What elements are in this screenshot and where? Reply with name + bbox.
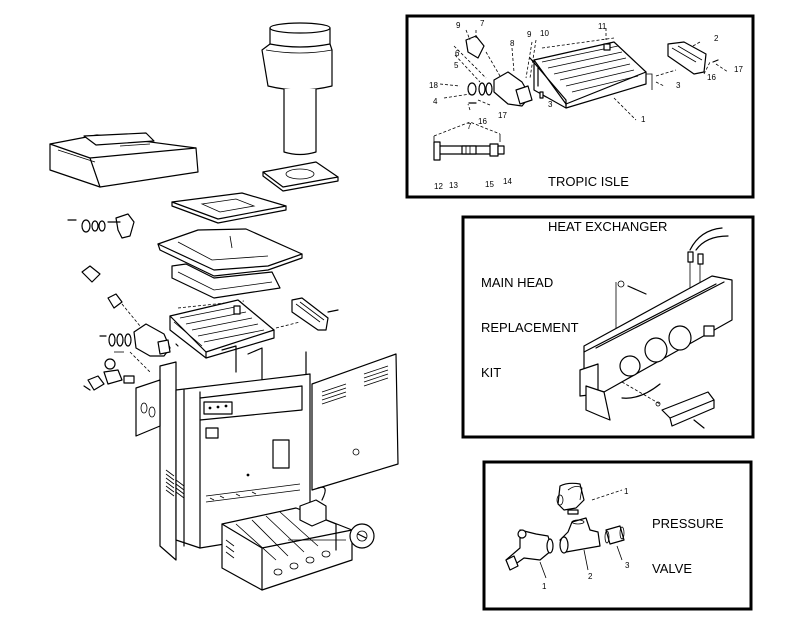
heat-exchanger-title: TROPIC ISLE HEAT EXCHANGER <box>548 144 667 249</box>
main-head-title: MAIN HEAD REPLACEMENT KIT <box>481 245 579 395</box>
jacket-top-cover <box>49 132 199 188</box>
title-line: REPLACEMENT <box>481 320 579 335</box>
callout: 9 <box>456 21 461 30</box>
heat-exchanger-panel: 9 7 6 5 18 4 16 17 8 9 10 3 11 1 2 3 16 … <box>405 14 755 199</box>
callout: 10 <box>540 29 549 38</box>
vent-cap <box>261 22 333 156</box>
pilot-detail-callout <box>288 523 375 549</box>
callout: 16 <box>478 117 487 126</box>
callout: 8 <box>510 39 515 48</box>
callout: 7 <box>467 122 472 131</box>
relief-valve-body <box>505 529 553 569</box>
return-header <box>275 297 339 331</box>
callout: 3 <box>676 81 681 90</box>
callout: 18 <box>429 81 438 90</box>
valve-callouts: 1 1 2 3 <box>542 487 630 591</box>
callout: 13 <box>449 181 458 190</box>
callout: 14 <box>503 177 512 186</box>
burner-tray <box>221 507 353 591</box>
title-line: TROPIC ISLE <box>548 174 629 189</box>
relief-valve-cap <box>557 482 585 511</box>
tee-fitting <box>559 517 601 553</box>
return-header-part <box>667 41 707 75</box>
pressure-valve-title: PRESSURE VALVE <box>652 486 724 591</box>
callout: 12 <box>434 182 443 191</box>
title-line: HEAT EXCHANGER <box>548 219 668 234</box>
hx-callouts: 9 7 6 5 18 4 16 17 8 9 10 3 11 1 2 3 16 … <box>429 19 743 191</box>
top-gasket-plate <box>171 192 287 224</box>
heat-exchanger-main <box>169 299 275 359</box>
callout: 17 <box>734 65 743 74</box>
callout: 4 <box>433 97 438 106</box>
callout: 6 <box>455 49 460 58</box>
main-exploded-view <box>49 22 399 591</box>
title-line: PRESSURE <box>652 516 724 531</box>
callout: 1 <box>542 582 547 591</box>
callout: 2 <box>714 34 719 43</box>
gas-valve <box>299 486 337 551</box>
inlet-outlet-header <box>67 213 179 391</box>
callout: 9 <box>527 30 532 39</box>
flue-collector <box>157 228 303 299</box>
title-line: KIT <box>481 365 502 380</box>
title-line: VALVE <box>652 561 692 576</box>
title-line: MAIN HEAD <box>481 275 554 290</box>
main-head-panel <box>461 215 755 439</box>
callout: 16 <box>707 73 716 82</box>
vent-base-plate <box>262 161 339 192</box>
side-door-panel <box>311 353 399 491</box>
callout: 5 <box>454 61 459 70</box>
callout: 15 <box>485 180 494 189</box>
callout: 2 <box>588 572 593 581</box>
pressure-valve-panel: 1 1 2 3 <box>482 460 753 611</box>
callout: 1 <box>641 115 646 124</box>
heater-cabinet <box>135 345 311 561</box>
callout: 3 <box>548 100 553 109</box>
callout: 3 <box>625 561 630 570</box>
callout: 7 <box>480 19 485 28</box>
callout: 11 <box>598 22 607 31</box>
callout: 17 <box>498 111 507 120</box>
callout: 1 <box>624 487 629 496</box>
